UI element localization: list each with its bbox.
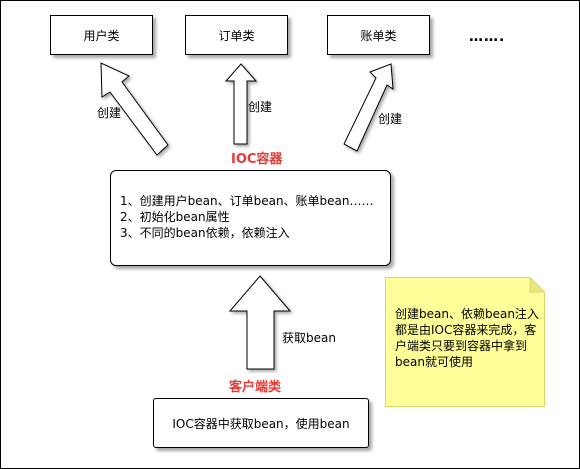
get-bean-label: 获取bean (282, 331, 336, 345)
arrow-client-to-ioc (228, 275, 292, 370)
account-class-box: 账单类 (327, 15, 430, 55)
ioc-responsibility-list: 1、创建用户bean、订单bean、账单bean…… 2、初始化bean属性 3… (120, 193, 374, 241)
create-label-middle: 创建 (248, 100, 273, 114)
user-class-label: 用户类 (83, 28, 120, 43)
ioc-item-2: 2、初始化bean属性 (120, 210, 230, 224)
order-class-box: 订单类 (185, 15, 288, 55)
sticky-note-shape (385, 277, 545, 407)
account-class-label: 账单类 (360, 28, 397, 43)
client-class-box: IOC容器中获取bean，使用bean (153, 398, 369, 448)
arrow-to-order-class (224, 63, 258, 145)
ioc-container-box: 1、创建用户bean、订单bean、账单bean…… 2、初始化bean属性 3… (110, 170, 391, 266)
client-class-title: 客户端类 (229, 380, 282, 395)
user-class-box: 用户类 (50, 15, 153, 55)
more-classes-ellipsis: ……. (469, 29, 506, 45)
sticky-note-text: 创建bean、依赖bean注入都是由IOC容器来完成，客户端类只要到容器中拿到b… (395, 307, 539, 369)
ioc-item-3: 3、不同的bean依赖，依赖注入 (120, 226, 290, 240)
order-class-label: 订单类 (218, 28, 255, 43)
create-label-left: 创建 (97, 106, 122, 120)
ioc-item-1: 1、创建用户bean、订单bean、账单bean…… (120, 194, 374, 208)
arrow-to-user-class (100, 62, 169, 156)
sticky-note: 创建bean、依赖bean注入都是由IOC容器来完成，客户端类只要到容器中拿到b… (385, 277, 545, 407)
ioc-container-title: IOC容器 (231, 152, 283, 167)
client-box-text: IOC容器中获取bean，使用bean (172, 416, 350, 431)
arrow-to-account-class (343, 63, 394, 152)
create-label-right: 创建 (378, 112, 403, 126)
